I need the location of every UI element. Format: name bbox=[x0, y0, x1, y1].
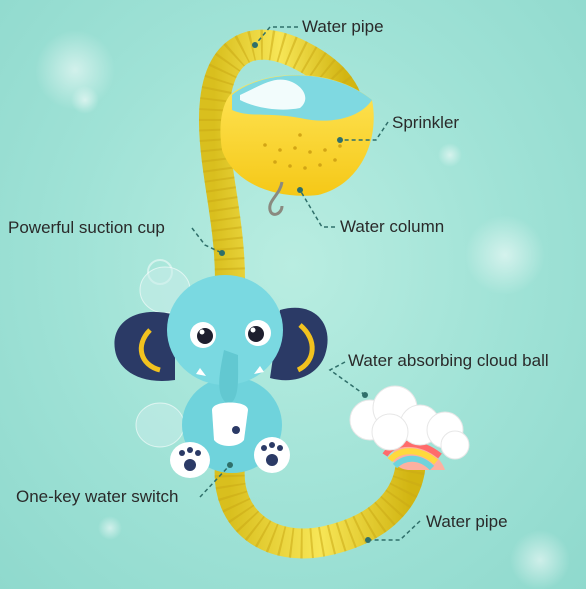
label-water-pipe-bottom: Water pipe bbox=[426, 512, 508, 531]
leader-lines bbox=[191, 26, 421, 543]
label-suction-cup: Powerful suction cup bbox=[8, 218, 165, 237]
cloud-ball bbox=[349, 385, 470, 471]
upper-pipe bbox=[198, 29, 360, 295]
sprinkler-head bbox=[220, 75, 374, 216]
label-cloud-ball: Water absorbing cloud ball bbox=[348, 351, 549, 370]
label-sprinkler: Sprinkler bbox=[392, 113, 460, 132]
elephant-body bbox=[114, 275, 328, 478]
label-water-column: Water column bbox=[340, 217, 445, 236]
label-water-pipe-top: Water pipe bbox=[302, 17, 384, 36]
label-water-switch: One-key water switch bbox=[16, 487, 179, 506]
